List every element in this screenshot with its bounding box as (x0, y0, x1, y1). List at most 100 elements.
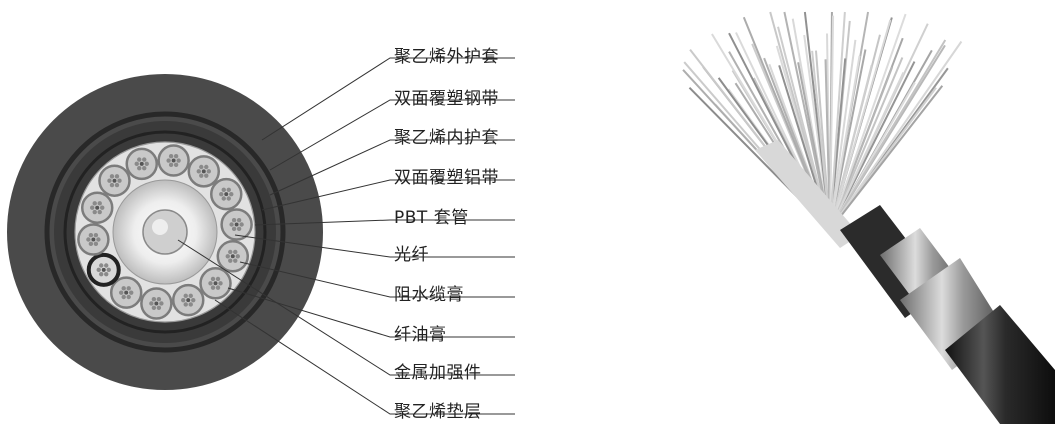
optical-fiber-dot (151, 296, 157, 302)
optical-fiber-dot (210, 276, 216, 282)
optical-fiber-dot (93, 232, 99, 238)
pbt-tube-group (77, 144, 253, 320)
optical-fiber-dot (188, 302, 193, 307)
optical-fiber-dot (117, 178, 122, 183)
optical-fiber-dot (176, 158, 181, 163)
optical-fiber-dot (233, 249, 238, 255)
fiber-strand (829, 15, 835, 231)
optical-fiber-dot (93, 241, 99, 247)
optical-fiber-dot (234, 222, 239, 227)
optical-fiber-dot (230, 254, 235, 259)
optical-fiber-dot (99, 263, 104, 268)
optical-fiber-dot (206, 169, 211, 174)
optical-fiber-dot (91, 237, 96, 242)
optical-fiber-dot (104, 263, 109, 268)
optical-fiber-dot (229, 191, 234, 197)
optical-fiber-dot (228, 249, 233, 255)
optical-fiber-dot (181, 297, 186, 303)
optical-fiber-dot (231, 217, 237, 223)
optical-fiber-dot (100, 205, 105, 210)
optical-fiber-dot (95, 205, 100, 210)
optical-fiber-dot (92, 201, 97, 206)
optical-fiber-dot (88, 241, 94, 247)
optical-fiber-dot (236, 217, 242, 223)
label-pe-bedding: 聚乙烯垫层 (394, 402, 482, 422)
label-pe-inner-jacket: 聚乙烯内护套 (394, 128, 499, 148)
fiber-strand (829, 39, 857, 231)
optical-fiber-dot (88, 232, 94, 238)
optical-fiber-dot (124, 290, 129, 295)
optical-fiber-dot (159, 301, 164, 306)
optical-fiber-dot (104, 271, 109, 277)
optical-fiber-dot (109, 182, 115, 188)
optical-fiber-dot (156, 305, 162, 311)
leader-lines (177, 57, 515, 415)
leader-line (269, 139, 515, 196)
optical-fiber-dot (199, 164, 204, 170)
label-pe-outer-jacket: 聚乙烯外护套 (394, 47, 499, 67)
optical-fiber-dot (201, 169, 206, 174)
optical-fiber-dot (226, 187, 231, 193)
leader-line (214, 299, 515, 415)
optical-fiber-dot (208, 281, 213, 286)
optical-fiber-dot (119, 290, 124, 295)
optical-fiber-dot (239, 222, 244, 227)
optical-fiber-dot (168, 162, 174, 168)
optical-fiber-dot (213, 281, 218, 286)
optical-fiber-dot (228, 258, 233, 263)
optical-fiber-dot (236, 226, 242, 232)
optical-fiber-dot (210, 285, 216, 290)
aluminum-tape-ring (63, 130, 267, 334)
optical-fiber-dot (199, 173, 204, 178)
optical-fiber-dot (235, 254, 240, 259)
strength-core-exposed (755, 140, 860, 248)
optical-fiber-dot (126, 286, 131, 291)
label-coated-steel-tape: 双面覆塑钢带 (394, 89, 499, 109)
steel-tape-ring (44, 111, 286, 353)
label-fiber-gel: 纤油膏 (394, 325, 447, 345)
optical-fiber-dot (134, 161, 139, 167)
outer-jacket-segment (945, 305, 1055, 424)
optical-fiber-dot (99, 271, 104, 277)
optical-fiber-dot (149, 301, 154, 306)
optical-fiber-dot (196, 169, 201, 174)
optical-fiber-dot (224, 192, 229, 197)
optical-fiber-dot (97, 201, 102, 206)
fiber-strand (829, 11, 846, 231)
optical-fiber-dot (215, 285, 221, 290)
optical-fiber-dot (233, 258, 238, 263)
filler-edge (74, 141, 256, 323)
optical-fiber-dot (114, 174, 120, 179)
optical-fiber-dot (215, 276, 221, 282)
optical-fiber-dot (166, 158, 171, 163)
optical-fiber-dot (112, 178, 117, 183)
optical-fiber-dot (92, 209, 97, 215)
fiber-strand (829, 57, 904, 231)
optical-fiber-dot (90, 205, 95, 210)
leader-line (261, 57, 515, 141)
label-coated-aluminum-tape: 双面覆塑铝带 (394, 168, 499, 188)
optical-fiber-dot (109, 174, 115, 179)
optical-fiber-dot (173, 153, 179, 159)
fiber-strand (829, 13, 907, 231)
leader-line (227, 287, 515, 338)
optical-fiber-dot (173, 162, 179, 168)
optical-fiber-dot (183, 302, 188, 307)
optical-fiber-dot (188, 293, 193, 299)
optical-fiber-dot (186, 298, 191, 303)
optical-fiber-dot (168, 153, 174, 159)
optical-fiber-dot (96, 237, 101, 242)
leader-line (177, 239, 515, 376)
optical-fiber-dot (231, 226, 237, 232)
optical-fiber-dot (137, 165, 142, 171)
optical-fiber-dot (86, 237, 91, 242)
optical-fiber-dot (183, 293, 188, 299)
optical-fiber-dot (171, 158, 176, 163)
optical-fiber-dot (101, 267, 106, 272)
optical-fiber-dot (121, 286, 126, 291)
cable-product-photo (682, 11, 1055, 424)
optical-fiber-dot (154, 301, 159, 306)
optical-fiber-dot (221, 196, 226, 201)
leader-line (239, 261, 515, 298)
